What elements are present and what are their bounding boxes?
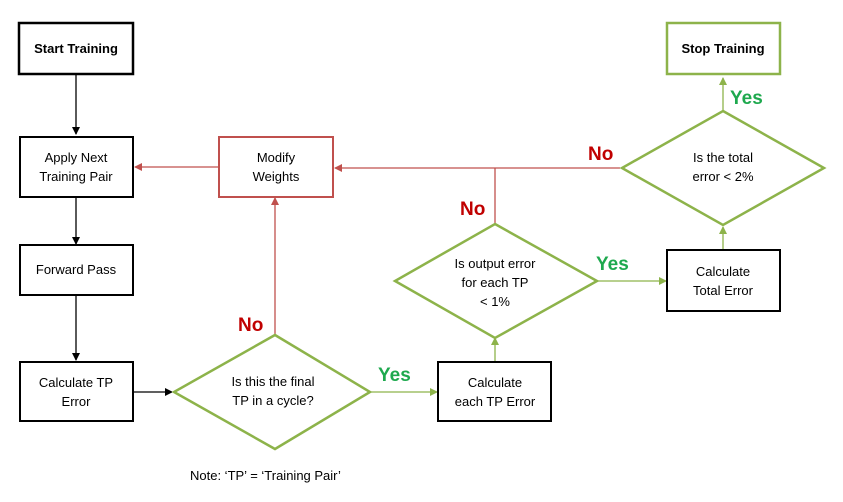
calc-tp-label-line-1: Calculate TP: [39, 375, 113, 390]
node-modify-weights: Modify Weights: [218, 136, 334, 198]
calc-total-label-line-2: Total Error: [693, 283, 754, 298]
node-apply-next-training-pair: Apply Next Training Pair: [19, 136, 134, 198]
node-calculate-tp-error: Calculate TP Error: [19, 361, 134, 422]
no-output-error-label: No: [460, 199, 485, 220]
calc-each-label-line-1: Calculate: [468, 375, 522, 390]
calc-tp-label-line-2: Error: [62, 394, 92, 409]
final-tp-label-line-1: Is this the final: [231, 374, 314, 389]
total-error-label-line-1: Is the total: [693, 150, 753, 165]
node-forward-pass: Forward Pass: [19, 244, 134, 296]
stop-training-label: Stop Training: [681, 41, 764, 56]
calc-each-label-line-2: each TP Error: [455, 394, 536, 409]
node-stop-training: Stop Training: [665, 21, 782, 76]
output-error-label-line-2: for each TP: [462, 275, 529, 290]
footnote: Note: ‘TP’ = ‘Training Pair’: [190, 468, 341, 483]
no-total-error-label: No: [588, 144, 613, 165]
node-calculate-total-error: Calculate Total Error: [666, 249, 781, 312]
no-final-tp-label: No: [238, 315, 263, 336]
calc-total-label-line-1: Calculate: [696, 264, 750, 279]
output-error-label-line-3: < 1%: [480, 294, 510, 309]
modify-weights-label-line-1: Modify: [257, 150, 296, 165]
total-error-label-line-2: error < 2%: [692, 169, 753, 184]
apply-next-label-line-1: Apply Next: [45, 150, 108, 165]
node-calculate-each-tp-error: Calculate each TP Error: [437, 361, 552, 422]
start-training-label: Start Training: [34, 41, 118, 56]
yes-final-tp-label: Yes: [378, 365, 411, 386]
yes-total-error-label: Yes: [730, 88, 763, 109]
decision-output-error: Is output error for each TP < 1%: [392, 222, 600, 340]
yes-output-error-label: Yes: [596, 254, 629, 275]
apply-next-label-line-2: Training Pair: [39, 169, 113, 184]
output-error-label-line-1: Is output error: [455, 256, 537, 271]
forward-pass-label: Forward Pass: [36, 262, 117, 277]
decision-final-tp: Is this the final TP in a cycle?: [171, 333, 373, 451]
final-tp-label-line-2: TP in a cycle?: [232, 393, 313, 408]
modify-weights-label-line-2: Weights: [253, 169, 300, 184]
node-start-training: Start Training: [17, 21, 135, 76]
connectors: [72, 75, 727, 396]
decision-total-error: Is the total error < 2%: [619, 109, 827, 227]
